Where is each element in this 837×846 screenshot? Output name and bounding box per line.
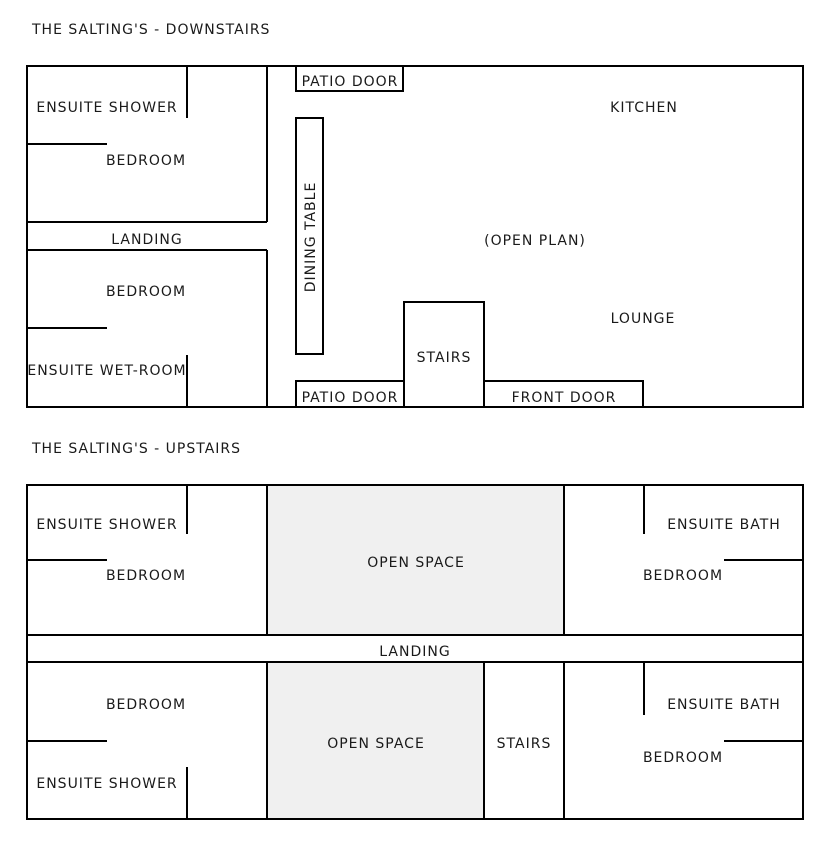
room-label-lounge: LOUNGE [611, 311, 676, 327]
room-label-bedroom: BEDROOM [643, 750, 723, 766]
label-stairs: STAIRS [417, 350, 472, 366]
label-stairs: STAIRS [497, 736, 552, 752]
downstairs-title: THE SALTING'S - DOWNSTAIRS [31, 22, 270, 38]
upstairs-plan: ENSUITE SHOWER BEDROOM OPEN SPACE ENSUIT… [26, 484, 804, 820]
front-door [483, 380, 644, 408]
stairs [403, 301, 485, 408]
open-space-top [266, 484, 565, 636]
room-label-ensuite-shower: ENSUITE SHOWER [36, 776, 177, 792]
room-label-bedroom: BEDROOM [106, 153, 186, 169]
room-label-landing: LANDING [111, 232, 182, 248]
room-label-kitchen: KITCHEN [610, 100, 678, 116]
room-label-bedroom: BEDROOM [106, 284, 186, 300]
room-label-ensuite-bath: ENSUITE BATH [667, 697, 781, 713]
room-label-ensuite-shower: ENSUITE SHOWER [36, 517, 177, 533]
upstairs-outer-wall [26, 484, 804, 820]
label-patio-door: PATIO DOOR [302, 390, 399, 406]
dining-table [295, 117, 324, 355]
room-label-bedroom: BEDROOM [643, 568, 723, 584]
room-label-open-space: OPEN SPACE [367, 555, 465, 571]
downstairs-plan: ENSUITE SHOWER BEDROOM LANDING BEDROOM E… [26, 65, 804, 408]
room-label-bedroom: BEDROOM [106, 697, 186, 713]
room-label-ensuite-shower: ENSUITE SHOWER [36, 100, 177, 116]
label-front-door: FRONT DOOR [512, 390, 617, 406]
patio-door-bottom [295, 380, 405, 408]
room-label-open-space: OPEN SPACE [327, 736, 425, 752]
room-label-bedroom: BEDROOM [106, 568, 186, 584]
upstairs-title: THE SALTING'S - UPSTAIRS [31, 441, 241, 457]
patio-door-top [295, 65, 404, 92]
label-patio-door: PATIO DOOR [302, 74, 399, 90]
room-label-landing: LANDING [379, 644, 450, 660]
label-open-plan: (OPEN PLAN) [484, 233, 586, 249]
room-label-ensuite-wet-room: ENSUITE WET-ROOM [27, 363, 186, 379]
room-label-ensuite-bath: ENSUITE BATH [667, 517, 781, 533]
label-dining-table: DINING TABLE [303, 182, 319, 293]
